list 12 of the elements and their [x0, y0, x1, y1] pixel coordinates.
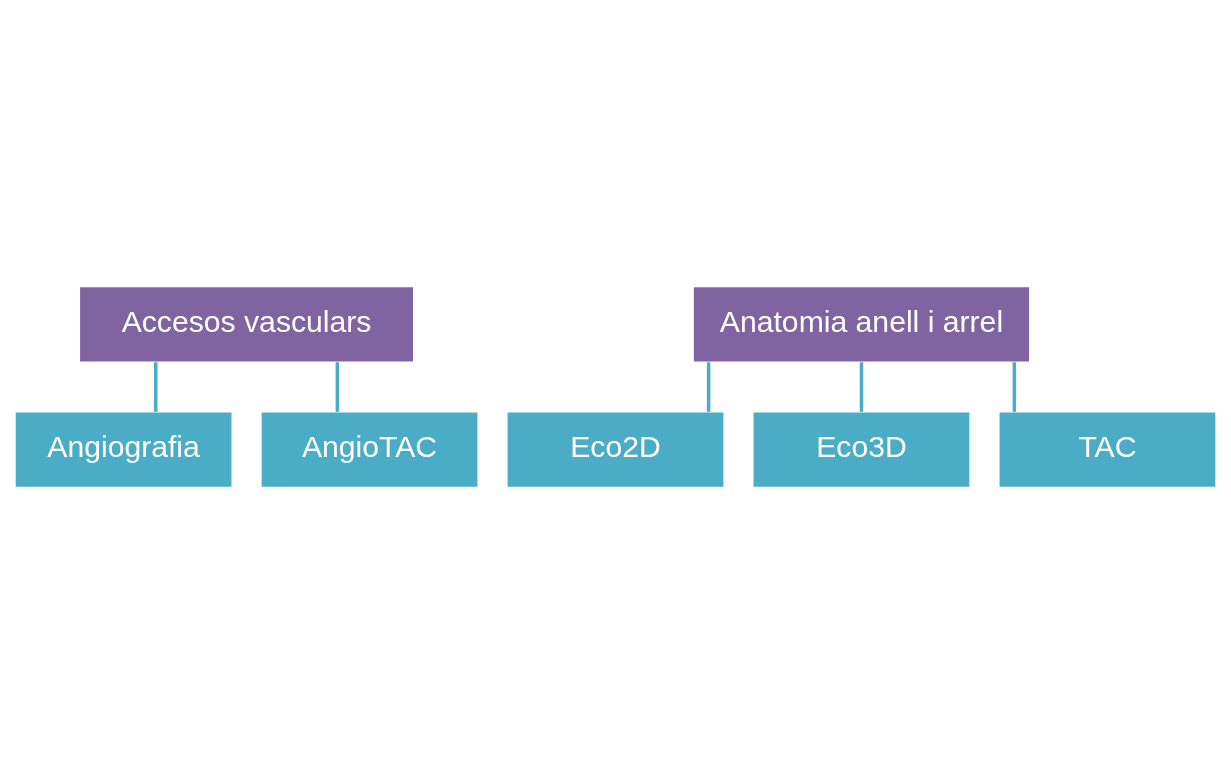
node-box: AngioTAC — [260, 411, 479, 488]
node-box: Accesos vasculars — [78, 286, 415, 363]
connector — [706, 362, 711, 412]
node-box: TAC — [998, 411, 1217, 488]
node-box: Angiografia — [14, 411, 233, 488]
node-box: Eco3D — [752, 411, 971, 488]
connector — [1012, 362, 1017, 412]
connector — [154, 362, 158, 412]
node-box: Anatomia anell i arrel — [692, 286, 1031, 363]
connector — [859, 362, 864, 412]
connector — [335, 362, 340, 412]
node-box: Eco2D — [506, 411, 725, 488]
